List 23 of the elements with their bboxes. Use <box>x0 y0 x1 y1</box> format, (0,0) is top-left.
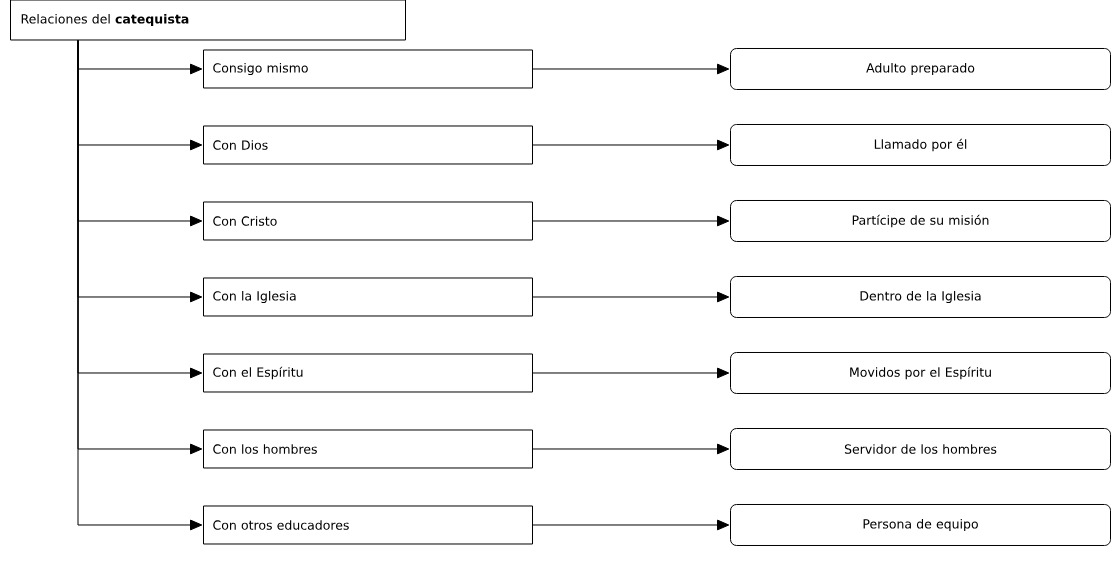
result-box: Persona de equipo <box>730 504 1111 546</box>
arrow <box>532 443 730 455</box>
category-box: Con los hombres <box>203 429 533 469</box>
result-box: Llamado por él <box>730 124 1111 166</box>
result-box: Movidos por el Espíritu <box>730 352 1111 394</box>
category-box: Con el Espíritu <box>203 353 533 393</box>
category-box: Con la Iglesia <box>203 277 533 317</box>
arrow <box>532 519 730 531</box>
result-box: Dentro de la Iglesia <box>730 276 1111 318</box>
arrow <box>532 291 730 303</box>
arrow <box>532 215 730 227</box>
arrow <box>532 367 730 379</box>
arrow <box>532 63 730 75</box>
result-box: Servidor de los hombres <box>730 428 1111 470</box>
category-box: Con otros educadores <box>203 505 533 545</box>
result-box: Partícipe de su misión <box>730 200 1111 242</box>
result-box: Adulto preparado <box>730 48 1111 90</box>
arrow <box>77 40 203 531</box>
arrow <box>532 139 730 151</box>
category-box: Con Dios <box>203 125 533 165</box>
title-box: Relaciones del catequista <box>10 0 406 41</box>
category-box: Con Cristo <box>203 201 533 241</box>
category-box: Consigo mismo <box>203 49 533 89</box>
